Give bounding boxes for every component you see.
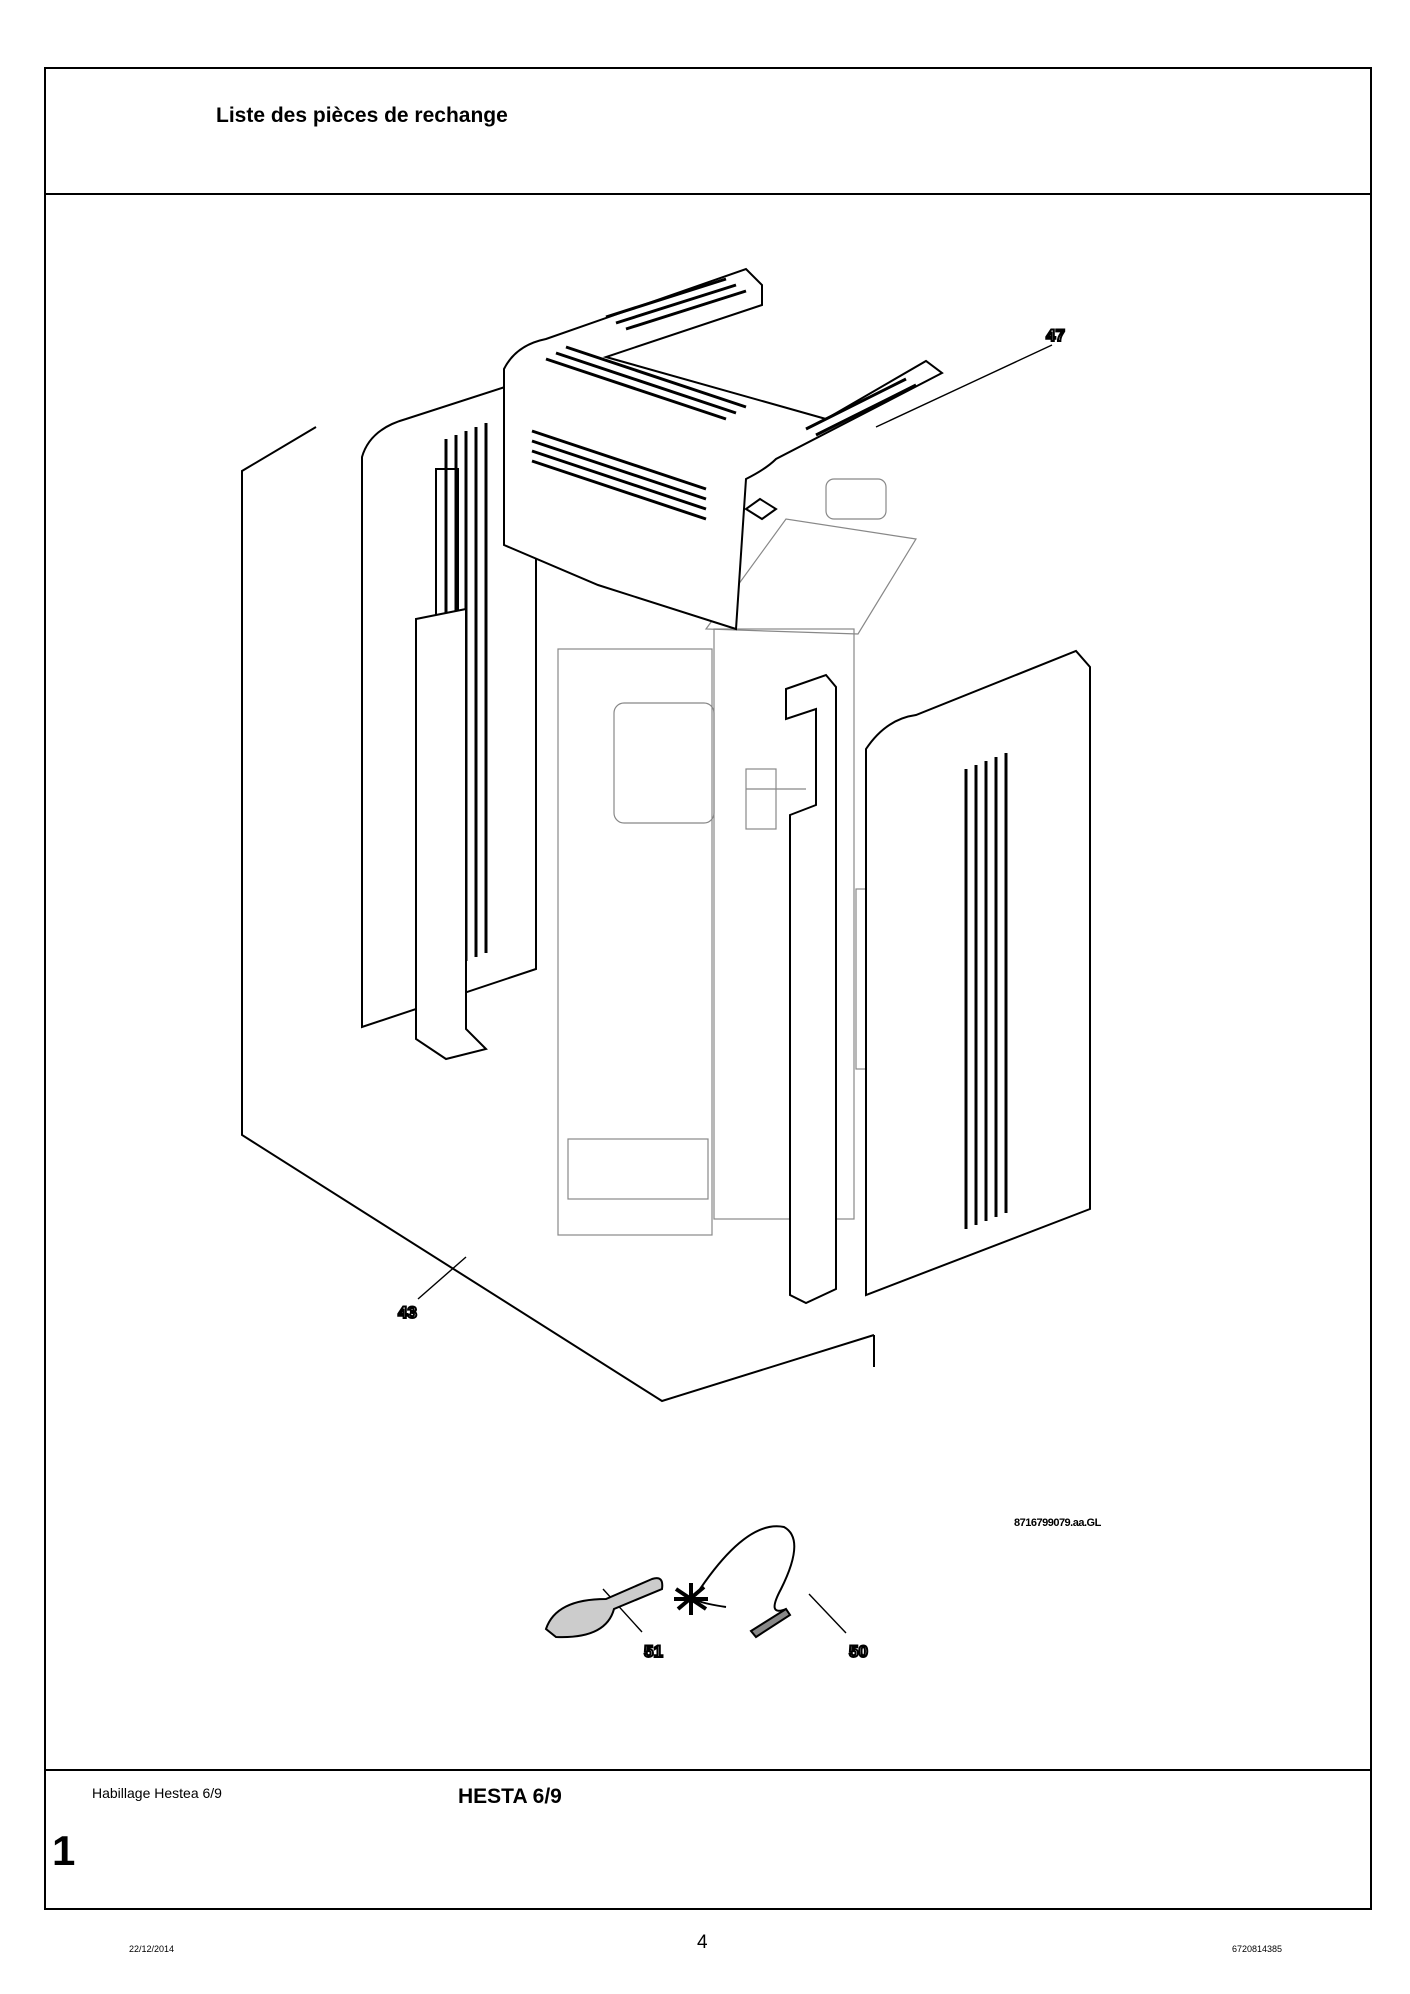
left-side-panel: [361, 375, 537, 1061]
header-divider: [46, 193, 1370, 195]
footer-description: Habillage Hestea 6/9: [92, 1785, 222, 1801]
appliance-body: [557, 478, 917, 1236]
cleaning-brush-part: [674, 1525, 796, 1639]
exploded-view-drawing: 47 43 51 50: [241, 267, 1091, 1662]
footer-date: 22/12/2014: [129, 1944, 175, 1954]
callout-47: 47: [1046, 326, 1065, 345]
top-cover: [503, 267, 944, 631]
page-number: 4: [697, 1932, 708, 1953]
top-cover-vents: [531, 277, 917, 521]
brush-head: [674, 1583, 708, 1615]
footer-model: HESTA 6/9: [458, 1785, 562, 1808]
page-title: Liste des pièces de rechange: [216, 104, 508, 127]
floor-outline: [241, 426, 875, 1403]
callout-51: 51: [644, 1642, 663, 1661]
document-number: 6720814385: [1232, 1944, 1283, 1954]
callout-43: 43: [398, 1303, 417, 1322]
right-panel-vents: [964, 753, 1008, 1229]
callout-50: 50: [849, 1642, 868, 1661]
scoop-part: [544, 1577, 664, 1639]
right-side-panel: [865, 649, 1091, 1297]
leader-lines: [417, 344, 1053, 1634]
drawing-reference: 8716799079.aa.GL: [1014, 1517, 1101, 1529]
page-frame: Liste des pièces de rechange: [44, 67, 1372, 1910]
footer-divider: [46, 1769, 1370, 1771]
footer-section-number: 1: [52, 1827, 76, 1874]
front-bracket: [785, 673, 837, 1305]
